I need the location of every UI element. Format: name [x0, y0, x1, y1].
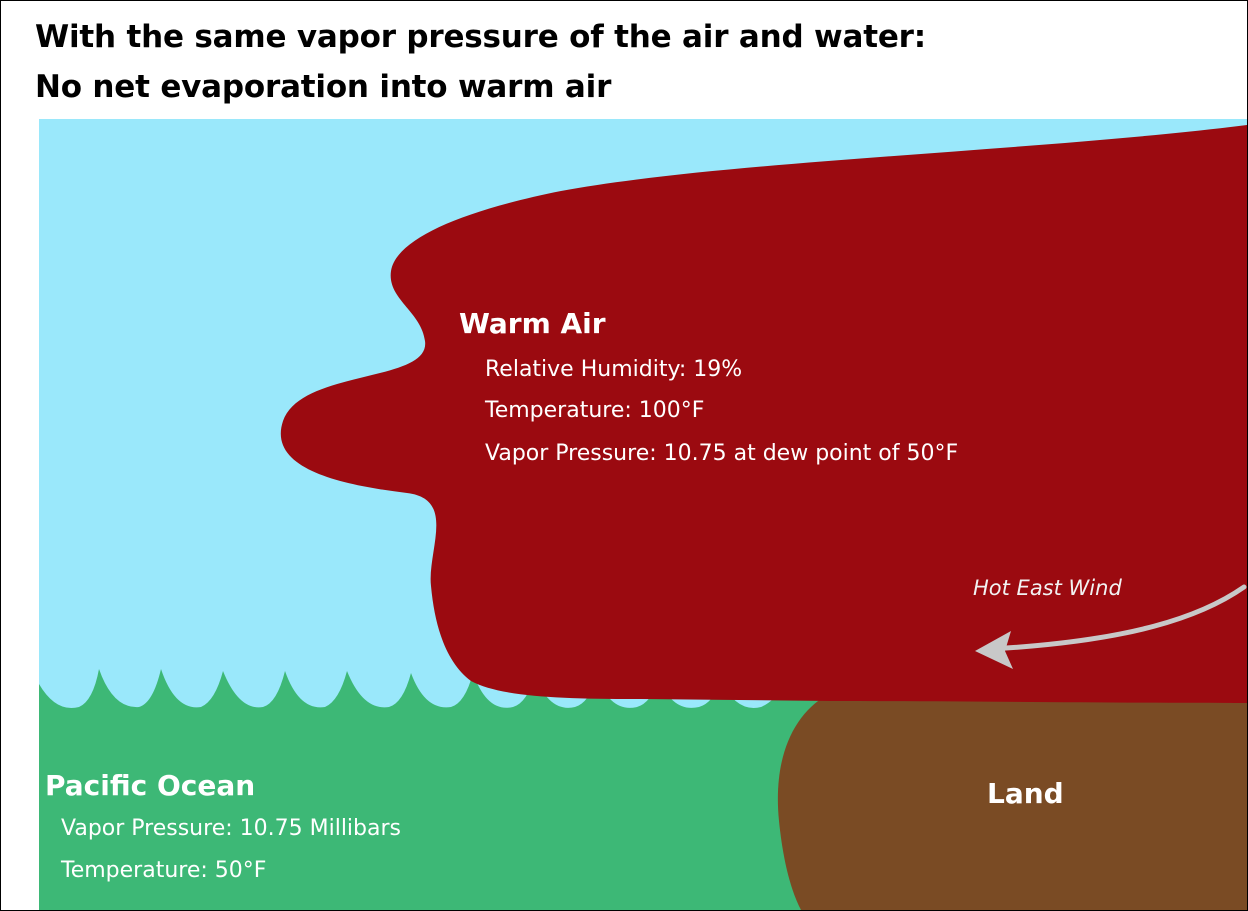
- title-line-1: With the same vapor pressure of the air …: [35, 19, 926, 55]
- warm-air-relative-humidity: Relative Humidity: 19%: [485, 357, 743, 382]
- wind-arrow-head: [975, 631, 1013, 669]
- ocean-region: [39, 669, 827, 910]
- ocean-vapor-pressure: Vapor Pressure: 10.75 Millibars: [61, 816, 401, 841]
- warm-air-vapor-pressure: Vapor Pressure: 10.75 at dew point of 50…: [485, 441, 959, 466]
- title-block: With the same vapor pressure of the air …: [1, 1, 1247, 119]
- title-line-2: No net evaporation into warm air: [35, 69, 612, 105]
- warm-air-region: [280, 125, 1247, 703]
- land-heading: Land: [987, 777, 1064, 810]
- wind-label: Hot East Wind: [973, 576, 1122, 600]
- warm-air-heading: Warm Air: [459, 307, 606, 340]
- land-region: [777, 695, 1247, 910]
- ocean-temperature: Temperature: 50°F: [61, 858, 267, 883]
- warm-air-temperature: Temperature: 100°F: [485, 398, 705, 423]
- ocean-heading: Pacific Ocean: [45, 769, 256, 802]
- wind-arrow-shaft: [988, 584, 1247, 652]
